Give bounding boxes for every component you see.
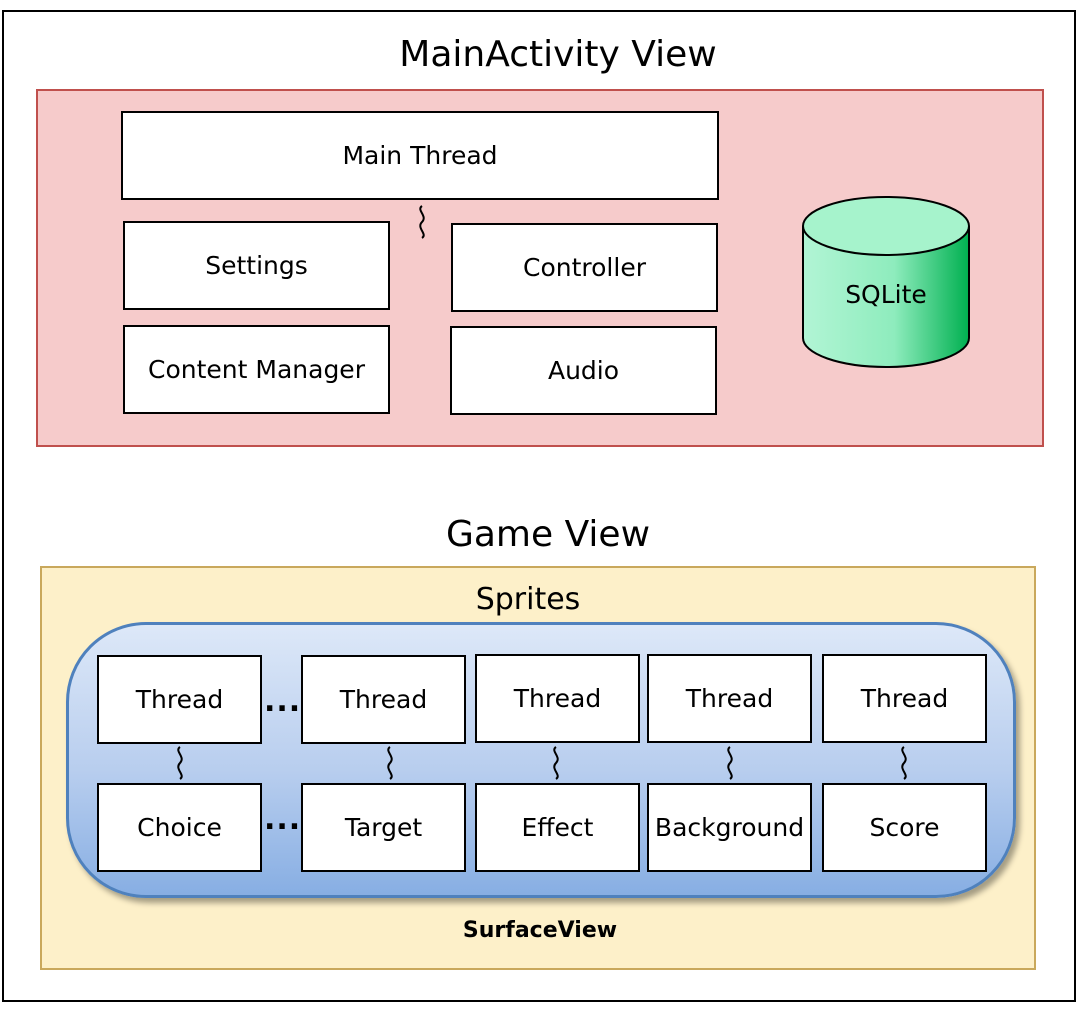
controller-box: Controller — [451, 223, 718, 312]
sprite-thread-box: Thread — [97, 655, 262, 744]
choice-box: Choice — [97, 783, 262, 872]
score-box: Score — [822, 783, 987, 872]
settings-box: Settings — [123, 221, 390, 310]
target-box: Target — [301, 783, 466, 872]
thread-link-icon — [553, 746, 559, 780]
background-box: Background — [647, 783, 812, 872]
effect-box: Effect — [475, 783, 640, 872]
content-manager-box: Content Manager — [123, 325, 390, 414]
thread-link-icon — [177, 746, 183, 780]
sprite-thread-box: Thread — [822, 654, 987, 743]
main-thread-box: Main Thread — [121, 111, 719, 200]
thread-link-icon — [419, 205, 425, 239]
sqlite-database-icon — [802, 196, 970, 368]
sprite-thread-box: Thread — [647, 654, 812, 743]
ellipsis-threads: ... — [264, 684, 302, 719]
sprite-thread-box: Thread — [475, 654, 640, 743]
surface-view-label: SurfaceView — [462, 918, 618, 943]
sqlite-label: SQLite — [845, 280, 927, 309]
sprites-label: Sprites — [475, 582, 581, 617]
game-view-title: Game View — [445, 514, 651, 555]
sprite-thread-box: Thread — [301, 655, 466, 744]
thread-link-icon — [727, 746, 733, 780]
thread-link-icon — [901, 746, 907, 780]
ellipsis-components: ... — [264, 802, 302, 837]
audio-box: Audio — [450, 326, 717, 415]
main-activity-title: MainActivity View — [399, 34, 717, 75]
thread-link-icon — [387, 746, 393, 780]
